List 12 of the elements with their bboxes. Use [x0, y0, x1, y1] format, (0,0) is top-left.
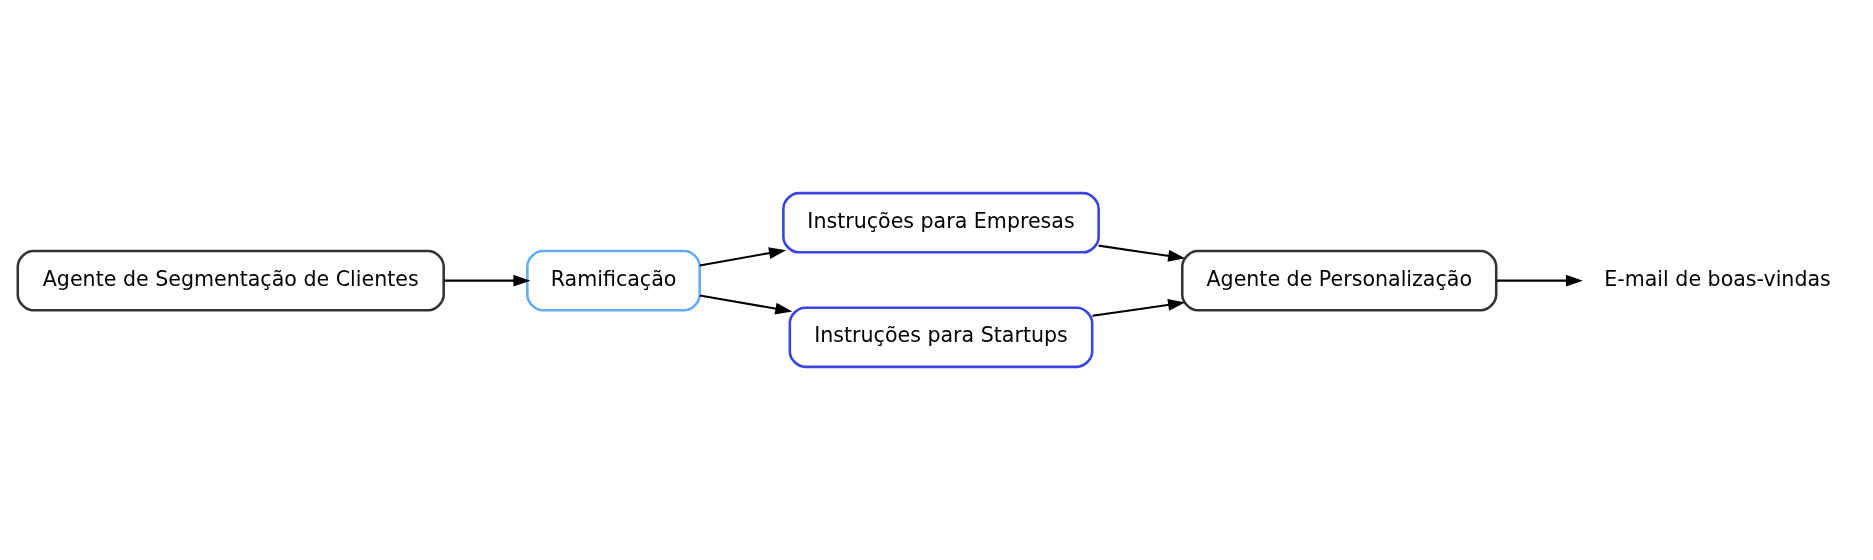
node-text: E-mail de boas-vindas — [1604, 266, 1831, 291]
node-box: Agente de Personalização — [1180, 249, 1498, 312]
arrow — [699, 294, 793, 315]
arrow — [443, 274, 531, 287]
arrow — [1092, 299, 1186, 317]
node-box: Agente de Segmentação de Clientes — [16, 249, 445, 312]
arrow — [1098, 244, 1186, 262]
node-box: Instruções para Startups — [788, 306, 1094, 369]
arrow — [699, 247, 786, 267]
node-box: Instruções para Empresas — [782, 191, 1100, 254]
node-box: Ramificação — [526, 249, 702, 312]
arrow — [1496, 274, 1583, 287]
